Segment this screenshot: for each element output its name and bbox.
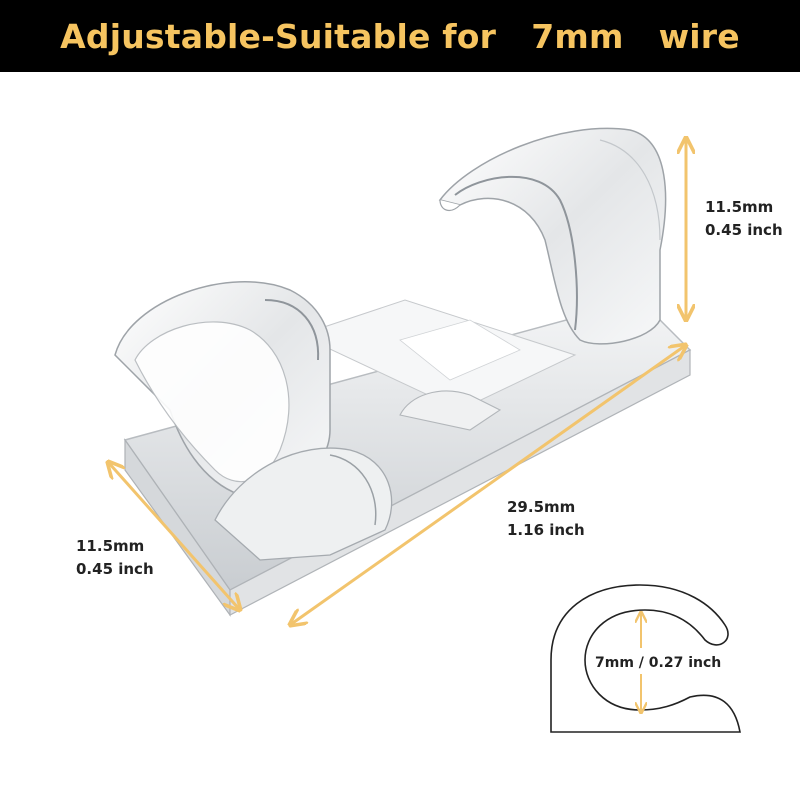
length-arrow [290,345,686,625]
width-arrow [108,462,240,610]
height-dimension-label: 11.5mm 0.45 inch [705,196,783,242]
banner-title: Adjustable-Suitable for 7mm wire [60,16,740,56]
length-inch: 1.16 inch [507,521,585,539]
length-mm: 29.5mm [507,498,576,516]
width-inch: 0.45 inch [76,560,154,578]
height-inch: 0.45 inch [705,221,783,239]
width-mm: 11.5mm [76,537,145,555]
height-mm: 11.5mm [705,198,774,216]
opening-dimension-label: 7mm / 0.27 inch [595,652,721,675]
right-hook [438,127,667,345]
title-banner: Adjustable-Suitable for 7mm wire [0,0,800,72]
clip-profile-icon [550,584,741,733]
width-dimension-label: 11.5mm 0.45 inch [76,535,154,581]
product-illustration [0,127,741,733]
length-dimension-label: 29.5mm 1.16 inch [507,496,585,542]
cable-clip-icon [114,127,692,617]
opening-label: 7mm / 0.27 inch [595,655,722,671]
left-hook [114,281,331,499]
